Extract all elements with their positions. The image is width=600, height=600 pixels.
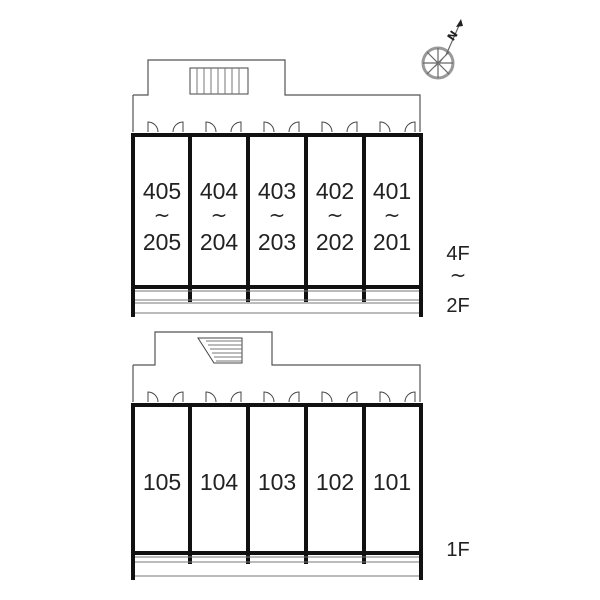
range-mark: ~ <box>327 203 344 227</box>
compass-north-label: N <box>445 28 461 43</box>
unit-104-label: 104 <box>200 469 239 495</box>
upper-block: 405 ~ 205 404 ~ 204 403 ~ 203 402 ~ 202 … <box>131 59 470 317</box>
unit-204-label: 204 <box>200 229 239 255</box>
floor-label-1f: 1F <box>446 539 469 561</box>
compass-icon: N <box>421 19 463 80</box>
upper-doors <box>147 121 416 133</box>
unit-401-label: 401 <box>373 178 411 204</box>
lower-stair <box>197 337 243 364</box>
floor-range-mark: ~ <box>450 263 467 287</box>
upper-balcony <box>135 290 419 314</box>
unit-405-label: 405 <box>143 178 181 204</box>
unit-205-label: 205 <box>143 229 181 255</box>
floor-label-2f: 2F <box>446 295 469 317</box>
upper-outline <box>132 59 421 132</box>
unit-102-label: 102 <box>316 469 354 495</box>
unit-203-label: 203 <box>258 229 296 255</box>
range-mark: ~ <box>154 203 171 227</box>
lower-block: 105 104 103 102 101 1F <box>131 331 470 580</box>
unit-105-label: 105 <box>143 469 181 495</box>
lower-outline <box>132 331 421 402</box>
range-mark: ~ <box>269 203 286 227</box>
unit-101-label: 101 <box>373 469 411 495</box>
range-mark: ~ <box>384 203 401 227</box>
range-mark: ~ <box>211 203 228 227</box>
upper-unit-walls <box>131 133 423 317</box>
upper-stair <box>189 67 249 95</box>
unit-403-label: 403 <box>258 178 296 204</box>
unit-404-label: 404 <box>200 178 239 204</box>
unit-201-label: 201 <box>373 229 411 255</box>
floor-label-4f: 4F <box>446 243 469 265</box>
unit-103-label: 103 <box>258 469 296 495</box>
lower-unit-walls <box>131 403 423 580</box>
unit-402-label: 402 <box>316 178 354 204</box>
lower-doors <box>147 391 416 403</box>
lower-balcony <box>135 556 419 577</box>
unit-202-label: 202 <box>316 229 354 255</box>
